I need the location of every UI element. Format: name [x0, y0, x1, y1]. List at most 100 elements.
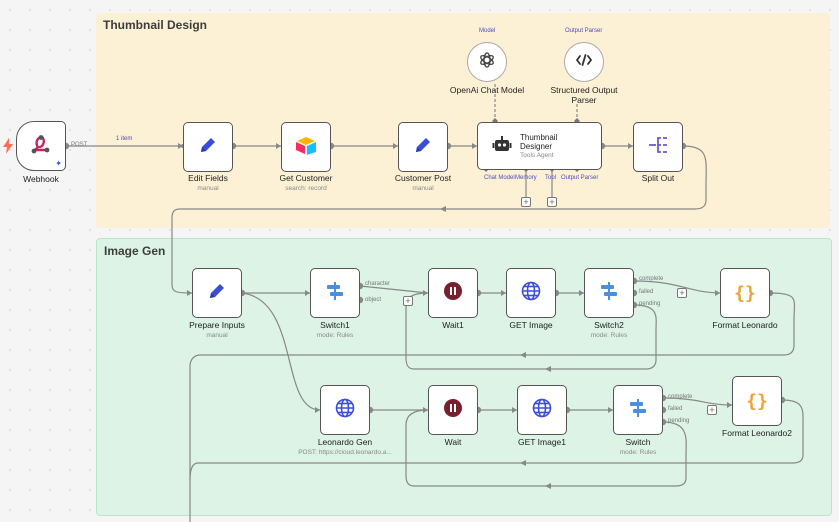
- node-sublabel: manual: [412, 185, 434, 192]
- node-label: Leonardo Gen: [317, 437, 373, 447]
- wire-format2-back: [189, 399, 804, 481]
- add-tool-button[interactable]: +: [547, 197, 557, 207]
- add-failed-output-button[interactable]: +: [677, 288, 687, 298]
- braces-icon: {}: [746, 390, 768, 412]
- node-label: Format Leonardo: [712, 320, 778, 330]
- node-get-image[interactable]: [506, 268, 556, 318]
- port-label-output-parser: Output Parser: [565, 28, 603, 34]
- port-label-post: POST: [71, 142, 88, 148]
- node-get-customer[interactable]: [281, 122, 331, 172]
- wire-prepare-leonardogen: [241, 292, 321, 411]
- node-switch[interactable]: [613, 385, 663, 435]
- agent-title-line2: Designer: [520, 142, 553, 152]
- node-sublabel: mode: Rules: [590, 332, 628, 339]
- wire-splitout-prepare: [171, 145, 707, 294]
- split-icon: [648, 136, 668, 159]
- port-label-pending: pending: [668, 418, 690, 424]
- port-label-object: object: [365, 297, 382, 303]
- node-get-image1[interactable]: [517, 385, 567, 435]
- add-failed-output-button[interactable]: +: [707, 405, 717, 415]
- switch-icon: [599, 281, 619, 306]
- node-switch2[interactable]: [584, 268, 634, 318]
- agent-text: Thumbnail Designer Tools Agent: [512, 133, 557, 160]
- switch-icon: [628, 398, 648, 423]
- node-label: GET Image: [509, 320, 553, 330]
- pencil-icon: [198, 135, 218, 160]
- pencil-icon: [413, 135, 433, 160]
- pause-icon: [443, 398, 463, 423]
- node-sublabel: mode: Rules: [619, 449, 657, 456]
- node-customer-post[interactable]: [398, 122, 448, 172]
- node-split-out[interactable]: [633, 122, 683, 172]
- node-label: Get Customer: [279, 173, 333, 183]
- wire-format-back: [189, 292, 796, 522]
- wire-switch2-format: [633, 280, 721, 294]
- agent-sublabel: Tools Agent: [520, 151, 554, 159]
- node-label: GET Image1: [517, 437, 567, 447]
- wire-switch-format2: [662, 397, 733, 406]
- sticky-thumbnail-design[interactable]: Thumbnail Design: [96, 13, 830, 228]
- globe-icon: [521, 281, 541, 306]
- switch-icon: [325, 281, 345, 306]
- braces-icon: {}: [734, 282, 756, 304]
- pause-icon: [443, 281, 463, 306]
- node-thumbnail-designer[interactable]: Thumbnail Designer Tools Agent: [477, 122, 602, 170]
- code-icon: [575, 53, 593, 71]
- node-label: Format Leonardo2: [722, 428, 792, 438]
- port-label-character: character: [365, 281, 391, 287]
- node-wait1[interactable]: [428, 268, 478, 318]
- pencil-icon: [207, 281, 227, 306]
- wire-switch1-wait1: [359, 285, 429, 294]
- webhook-icon: [30, 134, 52, 159]
- node-edit-fields[interactable]: [183, 122, 233, 172]
- port-label-memory: Memory: [515, 175, 537, 181]
- node-wait[interactable]: [428, 385, 478, 435]
- port-label-output-parser-bottom: Output Parser: [561, 175, 599, 181]
- port-label-failed: failed: [639, 289, 654, 295]
- port-label-complete: complete: [639, 276, 664, 282]
- node-label: Switch2: [594, 320, 624, 330]
- add-chat-model-button[interactable]: +: [521, 197, 531, 207]
- node-label: Structured Output Parser: [550, 85, 618, 105]
- node-label: Wait1: [442, 320, 464, 330]
- openai-icon: [478, 51, 496, 74]
- node-label: Switch: [625, 437, 651, 447]
- port-label-tool: Tool: [545, 175, 557, 181]
- port-label-pending: pending: [639, 301, 661, 307]
- node-prepare-inputs[interactable]: [192, 268, 242, 318]
- node-format-leonardo2[interactable]: {}: [732, 376, 782, 426]
- edge-items-label: 1 item: [116, 136, 133, 142]
- node-label: Switch1: [320, 320, 350, 330]
- sticky-title: Thumbnail Design: [103, 18, 208, 32]
- node-label: Customer Post: [394, 173, 452, 183]
- trigger-bolt-icon: [3, 138, 13, 154]
- node-webhook[interactable]: ✦: [16, 121, 66, 171]
- port-label-complete: complete: [668, 394, 693, 400]
- node-label: Edit Fields: [188, 173, 228, 183]
- node-label: Split Out: [641, 173, 675, 183]
- globe-icon: [335, 398, 355, 423]
- node-openai-chat-model[interactable]: [467, 42, 507, 82]
- node-sublabel: mode: Rules: [316, 332, 354, 339]
- node-structured-output-parser[interactable]: [564, 42, 604, 82]
- node-sublabel: POST: https://cloud.leonardo.a...: [298, 449, 392, 456]
- node-switch1[interactable]: [310, 268, 360, 318]
- pin-icon[interactable]: ✦: [55, 159, 62, 168]
- node-sublabel: manual: [206, 332, 228, 339]
- airtable-icon: [295, 135, 317, 160]
- node-sublabel: search: record: [285, 185, 327, 192]
- port-label-failed: failed: [668, 406, 683, 412]
- node-label: Wait: [444, 437, 462, 447]
- node-sublabel: manual: [197, 185, 219, 192]
- globe-icon: [532, 398, 552, 423]
- port-label-model: Model: [479, 28, 496, 34]
- node-label: OpenAi Chat Model: [449, 85, 525, 95]
- node-format-leonardo[interactable]: {}: [720, 268, 770, 318]
- add-object-output-button[interactable]: +: [403, 296, 413, 306]
- node-leonardo-gen[interactable]: [320, 385, 370, 435]
- agent-title-line1: Thumbnail: [520, 132, 558, 142]
- sticky-title: Image Gen: [104, 244, 166, 258]
- node-label: Webhook: [23, 174, 59, 184]
- node-label: Prepare Inputs: [189, 320, 245, 330]
- robot-icon: [492, 135, 512, 158]
